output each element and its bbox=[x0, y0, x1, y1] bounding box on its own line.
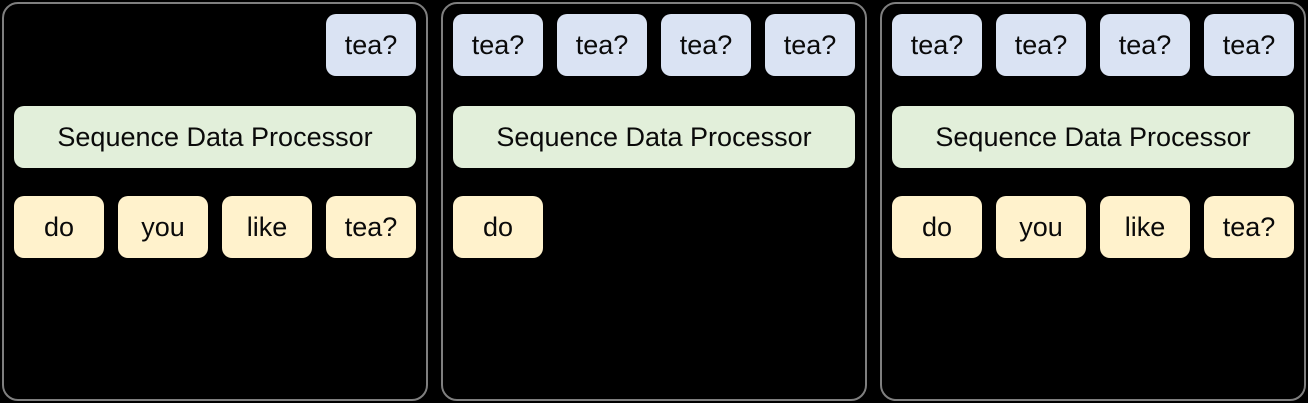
output-token: tea? bbox=[892, 14, 982, 76]
input-token: do bbox=[453, 196, 543, 258]
output-token: tea? bbox=[557, 14, 647, 76]
input-token: do bbox=[892, 196, 982, 258]
processor-box: Sequence Data Processor bbox=[14, 106, 416, 168]
input-token-row: do you like tea? bbox=[892, 196, 1294, 258]
processor-box: Sequence Data Processor bbox=[892, 106, 1294, 168]
input-token: tea? bbox=[1204, 196, 1294, 258]
output-token: tea? bbox=[1100, 14, 1190, 76]
output-token-row: tea? tea? tea? tea? bbox=[892, 14, 1294, 76]
diagram-panel-2: tea? tea? tea? tea? Sequence Data Proces… bbox=[441, 2, 867, 401]
output-token: tea? bbox=[1204, 14, 1294, 76]
input-token: like bbox=[1100, 196, 1190, 258]
input-token-row: do you like tea? bbox=[14, 196, 416, 258]
output-token: tea? bbox=[765, 14, 855, 76]
processor-box: Sequence Data Processor bbox=[453, 106, 855, 168]
input-token-row: do bbox=[453, 196, 855, 258]
diagram-panel-1: tea? Sequence Data Processor do you like… bbox=[2, 2, 428, 401]
input-token: do bbox=[14, 196, 104, 258]
input-token: you bbox=[118, 196, 208, 258]
output-token: tea? bbox=[996, 14, 1086, 76]
output-token: tea? bbox=[326, 14, 416, 76]
output-token-row: tea? bbox=[14, 14, 416, 76]
input-token: like bbox=[222, 196, 312, 258]
output-token: tea? bbox=[453, 14, 543, 76]
diagram-panel-3: tea? tea? tea? tea? Sequence Data Proces… bbox=[880, 2, 1306, 401]
output-token: tea? bbox=[661, 14, 751, 76]
input-token: tea? bbox=[326, 196, 416, 258]
output-token-row: tea? tea? tea? tea? bbox=[453, 14, 855, 76]
input-token: you bbox=[996, 196, 1086, 258]
